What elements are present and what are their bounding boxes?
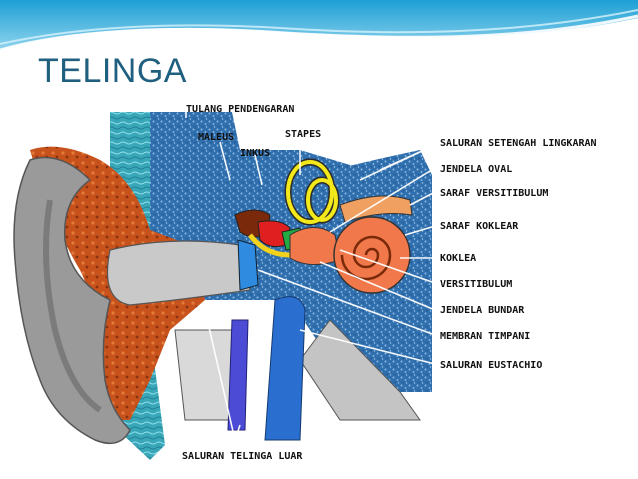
slide-title: TELINGA — [38, 52, 187, 90]
eustachian-tube — [264, 296, 306, 441]
label-inkus: INKUS — [240, 148, 270, 159]
label-saraf-versitibulum: SARAF VERSITIBULUM — [440, 188, 548, 199]
tympanic-membrane — [237, 239, 259, 291]
label-stapes: STAPES — [285, 129, 321, 140]
label-versitibulum: VERSITIBULUM — [440, 279, 512, 290]
label-saraf-koklear: SARAF KOKLEAR — [440, 221, 519, 232]
label-koklea: KOKLEA — [440, 253, 476, 264]
labels-group: TULANG PENDENGARAN MALEUS INKUS STAPES S… — [182, 104, 597, 462]
label-membran-timpani: MEMBRAN TIMPANI — [440, 331, 530, 342]
label-tulang-pendengaran: TULANG PENDENGARAN — [186, 104, 294, 115]
label-jendela-bundar: JENDELA BUNDAR — [440, 305, 525, 316]
outer-ear-auricle — [13, 156, 131, 445]
label-saluran-eustachio: SALURAN EUSTACHIO — [440, 360, 542, 371]
label-saluran-telinga-luar: SALURAN TELINGA LUAR — [182, 451, 303, 462]
label-maleus: MALEUS — [198, 132, 234, 143]
label-saluran-setengah-lingkaran: SALURAN SETENGAH LINGKARAN — [440, 138, 597, 149]
vestibule — [289, 227, 341, 265]
cochlea — [333, 216, 411, 294]
label-jendela-oval: JENDELA OVAL — [440, 164, 512, 175]
header-wave-decoration — [0, 0, 638, 52]
ear-canal — [106, 240, 251, 306]
